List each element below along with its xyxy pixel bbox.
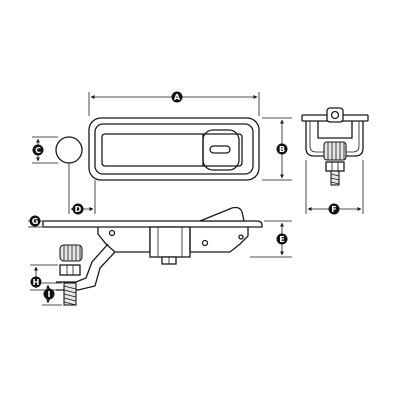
side-hole-right — [201, 239, 209, 247]
side-nut — [59, 264, 81, 276]
side-arm — [56, 243, 109, 283]
label-d: D — [72, 203, 84, 215]
dimension-g: G — [28, 215, 42, 228]
dimension-a: A — [88, 91, 260, 116]
end-knob — [323, 141, 347, 161]
side-view — [42, 206, 263, 306]
label-e: E — [276, 233, 288, 245]
svg-text:I: I — [48, 290, 51, 299]
label-a: A — [171, 91, 183, 103]
label-h: H — [30, 276, 42, 288]
dimension-f: F — [305, 160, 364, 215]
svg-text:A: A — [174, 93, 181, 102]
front-inner-frame — [94, 123, 254, 175]
front-knob — [55, 136, 83, 164]
svg-text:F: F — [331, 205, 336, 214]
label-i: I — [43, 288, 55, 300]
side-lock-body — [149, 226, 191, 258]
key-slot — [209, 145, 231, 154]
label-f: F — [328, 203, 340, 215]
label-g: G — [29, 215, 41, 227]
svg-text:B: B — [279, 145, 285, 154]
dimension-i: I — [42, 282, 62, 306]
side-hole-left — [108, 229, 116, 237]
side-plate — [42, 220, 263, 228]
side-right-bracket — [189, 227, 249, 253]
dimension-b: B — [262, 117, 292, 181]
label-b: B — [276, 143, 288, 155]
front-outer-plate — [88, 117, 260, 181]
svg-text:E: E — [279, 235, 284, 244]
end-view — [301, 107, 369, 186]
side-body — [97, 227, 151, 253]
svg-text:D: D — [75, 205, 82, 214]
dimension-d: D — [68, 163, 96, 215]
side-knob — [59, 244, 83, 262]
front-handle-recess — [101, 133, 243, 167]
end-nut — [325, 161, 345, 172]
end-lock-cylinder — [326, 107, 344, 123]
front-view — [55, 117, 260, 181]
dimension-e: E — [250, 220, 292, 258]
dimension-c: C — [32, 136, 58, 164]
side-handle-lever — [199, 206, 245, 222]
svg-text:H: H — [33, 278, 40, 287]
dimension-h: H — [30, 264, 58, 291]
label-c: C — [32, 144, 44, 156]
svg-text:G: G — [32, 217, 39, 226]
svg-text:C: C — [35, 146, 41, 155]
